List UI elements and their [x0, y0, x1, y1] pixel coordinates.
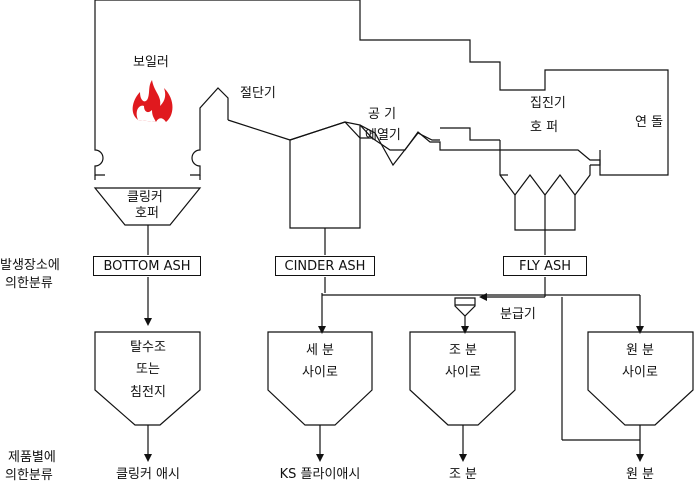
fine-silo-label-1: 세 분 — [305, 343, 335, 358]
coarse-silo — [409, 331, 516, 426]
raw-silo — [587, 331, 694, 426]
dust-collector-label-2: 호 퍼 — [530, 120, 559, 135]
dewater-label-3: 침전지 — [130, 385, 166, 400]
fine-silo — [267, 331, 373, 426]
boiler-label: 보일러 — [133, 55, 169, 70]
flame-icon — [132, 80, 173, 122]
by-location-label-2: 의한분류 — [5, 276, 53, 291]
by-location-label-1: 발생장소에 — [0, 258, 60, 273]
dust-collector — [499, 165, 591, 196]
by-product-label-2: 의한분류 — [5, 468, 53, 483]
classifier-shape — [454, 297, 476, 317]
raw-silo-label-1: 원 분 — [625, 343, 655, 358]
product-raw: 원 분 — [625, 467, 655, 482]
cinder-ash-box: CINDER ASH — [275, 256, 375, 276]
clinker-hopper-label-1: 클링커 — [127, 190, 163, 205]
air-heater-label-2: 에열기 — [365, 128, 401, 143]
dewater-label-1: 탈수조 — [130, 340, 166, 355]
dewater-tank — [94, 331, 201, 426]
bottom-ash-box: BOTTOM ASH — [93, 256, 201, 276]
classifier-label: 분급기 — [500, 307, 536, 322]
economizer-label: 절단기 — [240, 86, 276, 101]
clinker-hopper — [93, 187, 202, 226]
clinker-hopper-label-2: 호퍼 — [135, 206, 159, 221]
air-heater-label-1: 공 기 — [368, 107, 397, 122]
cinder-hopper — [289, 121, 361, 229]
coarse-silo-label-1: 조 분 — [448, 343, 478, 358]
coarse-silo-label-2: 사이로 — [445, 365, 481, 380]
product-ks-fly-ash: KS 플라이애시 — [279, 467, 361, 482]
by-product-label-1: 제품별에 — [8, 450, 56, 465]
raw-silo-label-2: 사이로 — [622, 365, 658, 380]
fly-ash-box: FLY ASH — [503, 256, 587, 276]
product-clinker-ash: 클링커 애시 — [116, 467, 180, 482]
dewater-label-2: 또는 — [136, 362, 160, 377]
fine-silo-label-2: 사이로 — [302, 365, 338, 380]
boiler-outline — [94, 0, 669, 176]
dust-collector-label-1: 집진기 — [530, 96, 566, 111]
chimney-label: 연 돌 — [635, 115, 664, 130]
product-coarse: 조 분 — [448, 467, 478, 482]
